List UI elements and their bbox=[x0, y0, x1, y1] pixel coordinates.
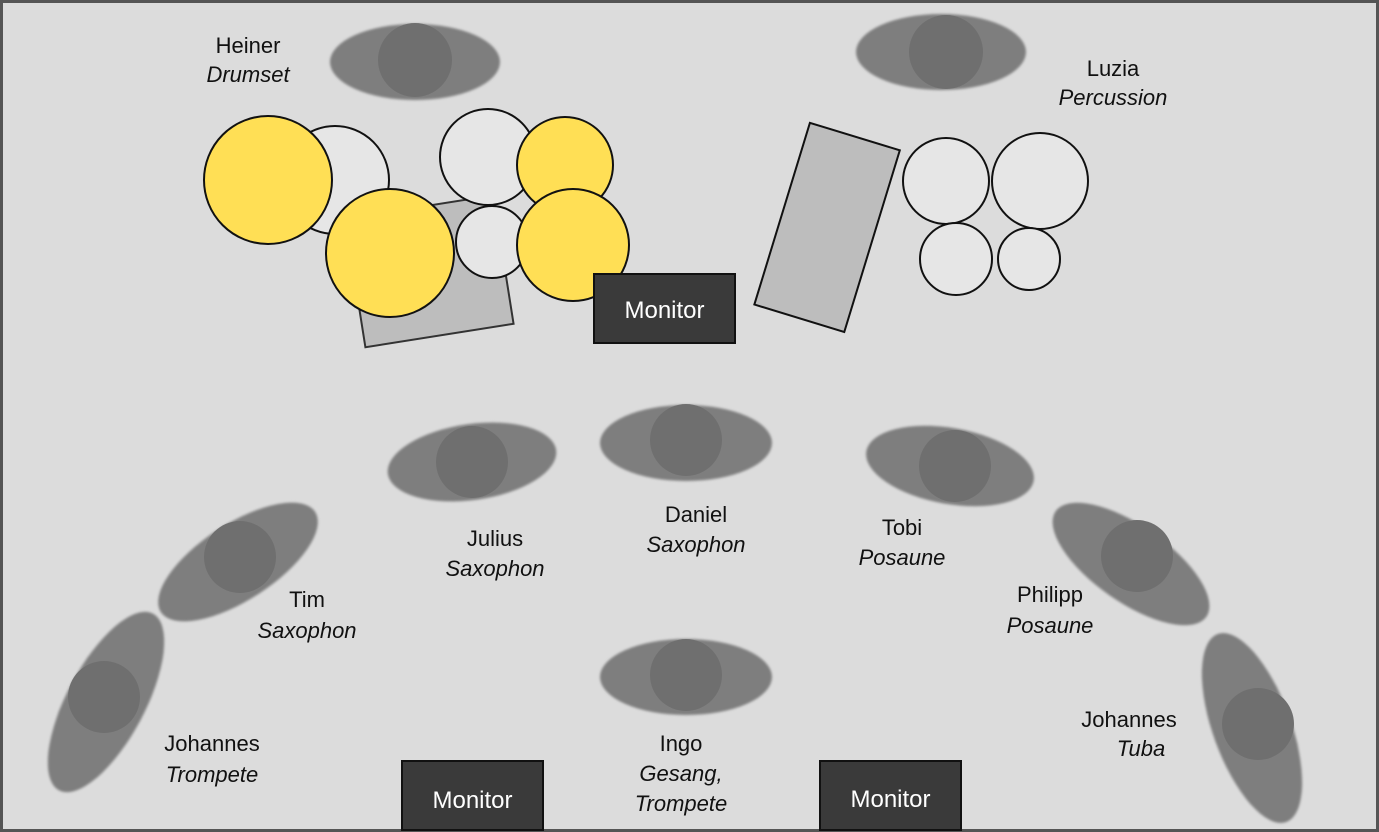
musician-name: Tim bbox=[289, 587, 325, 612]
person-johannes-tuba bbox=[1201, 633, 1303, 823]
musician-instrument: Saxophon bbox=[257, 618, 356, 643]
label-luzia: Luzia Percussion bbox=[1059, 56, 1168, 110]
musician-instrument: Gesang, bbox=[639, 761, 722, 786]
musician-name: Philipp bbox=[1017, 582, 1083, 607]
musician-instrument: Tuba bbox=[1117, 736, 1166, 761]
musician-name: Ingo bbox=[660, 731, 703, 756]
label-johannes-tuba: Johannes Tuba bbox=[1081, 707, 1176, 761]
monitor-label: Monitor bbox=[624, 297, 704, 324]
musician-instrument-2: Trompete bbox=[635, 791, 728, 816]
percussion-table bbox=[753, 121, 902, 334]
cymbal bbox=[203, 115, 333, 245]
label-tim: Tim Saxophon bbox=[257, 587, 356, 643]
person-tobi bbox=[866, 425, 1034, 507]
head bbox=[1101, 520, 1173, 592]
musician-name: Tobi bbox=[882, 515, 922, 540]
drumset bbox=[203, 108, 630, 349]
head bbox=[204, 521, 276, 593]
person-philipp bbox=[1052, 502, 1210, 626]
person-tim bbox=[158, 502, 318, 622]
bongo-drum bbox=[919, 222, 993, 296]
musician-instrument: Posaune bbox=[1007, 613, 1094, 638]
person-johannes-trompete bbox=[47, 611, 165, 793]
conga-drum bbox=[902, 137, 990, 225]
monitor-box bbox=[401, 760, 544, 831]
musician-name: Daniel bbox=[665, 502, 727, 527]
head bbox=[1222, 688, 1294, 760]
person-ingo bbox=[600, 639, 772, 715]
musician-name: Julius bbox=[467, 526, 523, 551]
monitor-drums: Monitor bbox=[593, 273, 736, 344]
label-philipp: Philipp Posaune bbox=[1007, 582, 1094, 638]
musician-instrument: Percussion bbox=[1059, 85, 1168, 110]
label-julius: Julius Saxophon bbox=[445, 526, 544, 581]
musician-name: Johannes bbox=[164, 731, 259, 756]
head bbox=[919, 430, 991, 502]
person-julius bbox=[387, 422, 557, 502]
monitor-right: Monitor bbox=[819, 760, 962, 831]
musician-name: Johannes bbox=[1081, 707, 1176, 732]
monitor-box bbox=[819, 760, 962, 831]
head bbox=[650, 404, 722, 476]
person-heiner bbox=[330, 23, 500, 100]
conga-drum bbox=[991, 132, 1089, 230]
musician-instrument: Saxophon bbox=[445, 556, 544, 581]
musician-instrument: Drumset bbox=[206, 62, 290, 87]
musician-instrument: Trompete bbox=[166, 762, 259, 787]
musician-instrument: Saxophon bbox=[646, 532, 745, 557]
cymbal bbox=[325, 188, 455, 318]
label-heiner: Heiner Drumset bbox=[206, 33, 290, 87]
label-tobi: Tobi Posaune bbox=[859, 515, 946, 570]
musician-name: Luzia bbox=[1087, 56, 1140, 81]
monitor-left: Monitor bbox=[401, 760, 544, 831]
head bbox=[436, 426, 508, 498]
label-daniel: Daniel Saxophon bbox=[646, 502, 745, 557]
monitor-label: Monitor bbox=[432, 787, 512, 814]
head bbox=[650, 639, 722, 711]
head bbox=[378, 23, 452, 97]
head bbox=[909, 15, 983, 89]
monitor-box bbox=[593, 273, 736, 344]
person-luzia bbox=[856, 14, 1026, 90]
label-ingo: Ingo Gesang, Trompete bbox=[635, 731, 728, 816]
person-daniel bbox=[600, 404, 772, 481]
head bbox=[68, 661, 140, 733]
musician-instrument: Posaune bbox=[859, 545, 946, 570]
bongo-drum bbox=[997, 227, 1061, 291]
monitor-label: Monitor bbox=[850, 786, 930, 813]
label-johannes-trompete: Johannes Trompete bbox=[164, 731, 259, 787]
musician-name: Heiner bbox=[216, 33, 281, 58]
percussion-setup bbox=[753, 121, 1089, 334]
